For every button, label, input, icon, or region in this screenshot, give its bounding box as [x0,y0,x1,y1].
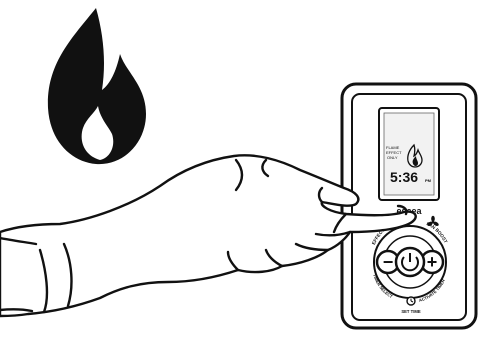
minus-label: − [383,252,394,272]
lcd-time: 5:36 [390,169,418,185]
flame-icon [48,8,146,164]
plus-label: + [427,252,438,272]
set-time-label: SET TIME [401,309,421,314]
power-button[interactable] [396,248,424,276]
lcd-meridiem: PM [425,178,432,183]
lcd-mode-line-3: ONLY [387,155,398,160]
clock-icon [407,297,415,305]
